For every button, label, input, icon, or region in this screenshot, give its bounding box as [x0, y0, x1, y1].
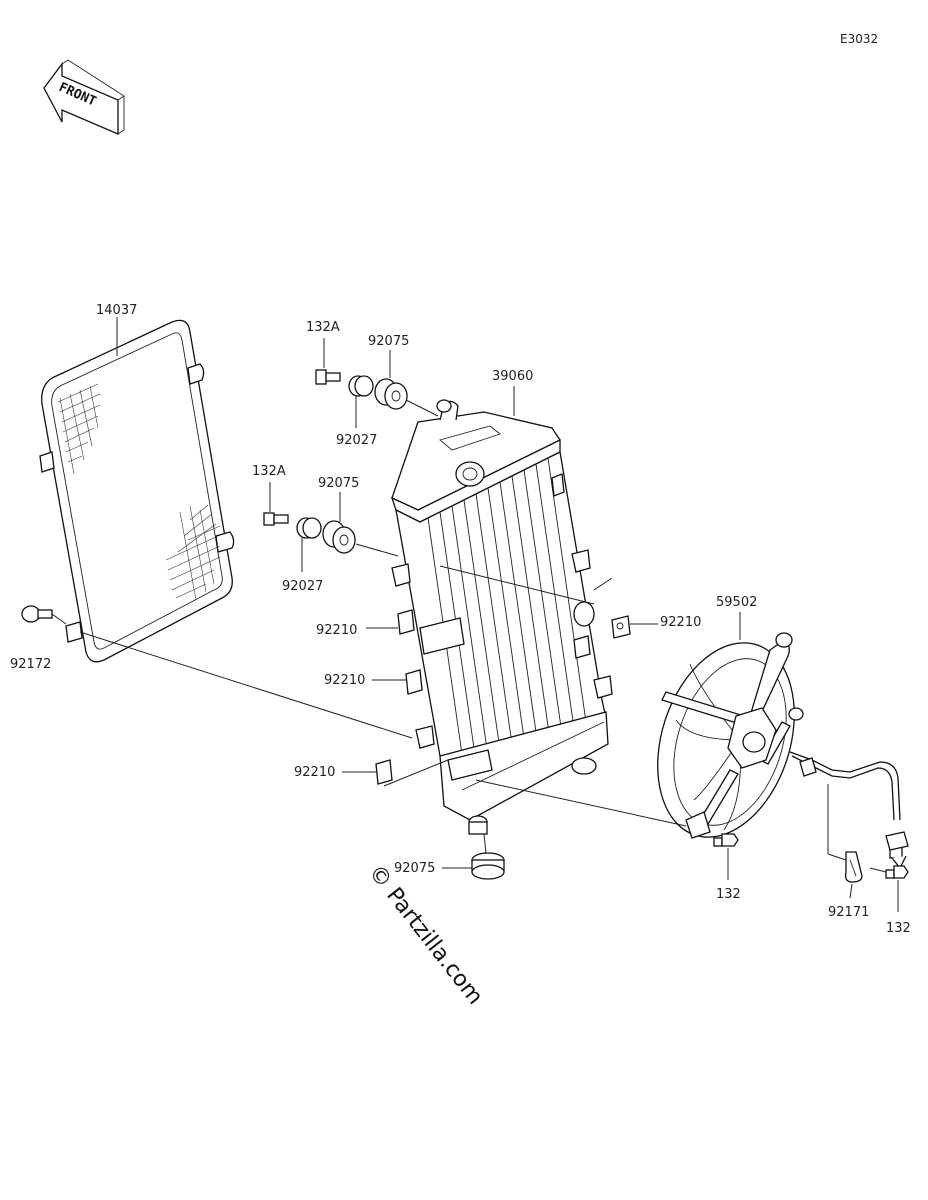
collar-92027-mid — [296, 517, 322, 539]
bolt-92172 — [21, 605, 67, 625]
label-92027-top: 92027 — [336, 433, 377, 448]
label-92210-left3: 92210 — [294, 765, 335, 780]
front-arrow-icon: FRONT — [43, 59, 125, 135]
nut-92210-left1 — [397, 609, 415, 635]
label-92210-right: 92210 — [660, 615, 701, 630]
label-132-band: 132 — [886, 921, 911, 936]
watermark: © Partzilla.com — [363, 860, 487, 1009]
cooling-fan — [657, 632, 909, 870]
label-92210-left2: 92210 — [324, 673, 365, 688]
diagram-code: E3032 — [840, 32, 878, 46]
label-92075-bottom: 92075 — [394, 861, 435, 876]
label-132-fan: 132 — [716, 887, 741, 902]
band-92171 — [844, 851, 863, 883]
label-92075-top: 92075 — [368, 334, 409, 349]
bolt-132a-top — [315, 369, 341, 385]
grommet-92075-top — [374, 378, 408, 410]
collar-92027-top — [348, 375, 374, 397]
label-92210-left1: 92210 — [316, 623, 357, 638]
label-92171: 92171 — [828, 905, 869, 920]
bolt-132a-mid — [263, 512, 289, 526]
label-92027-mid: 92027 — [282, 579, 323, 594]
grommet-92075-bottom — [471, 852, 505, 880]
nut-92210-left2 — [405, 669, 423, 695]
label-39060: 39060 — [492, 369, 533, 384]
nut-92210-right — [611, 615, 631, 639]
nut-92210-left3 — [375, 759, 393, 785]
radiator-core — [390, 399, 613, 835]
grommet-92075-mid — [322, 520, 356, 554]
radiator-grille — [39, 317, 235, 663]
label-92172: 92172 — [10, 657, 51, 672]
label-14037: 14037 — [96, 303, 137, 318]
label-59502: 59502 — [716, 595, 757, 610]
label-92075-mid: 92075 — [318, 476, 359, 491]
label-132a-top: 132A — [306, 320, 340, 335]
bolt-132-band — [885, 865, 909, 879]
label-132a-mid: 132A — [252, 464, 286, 479]
bolt-132-fan — [713, 833, 739, 847]
